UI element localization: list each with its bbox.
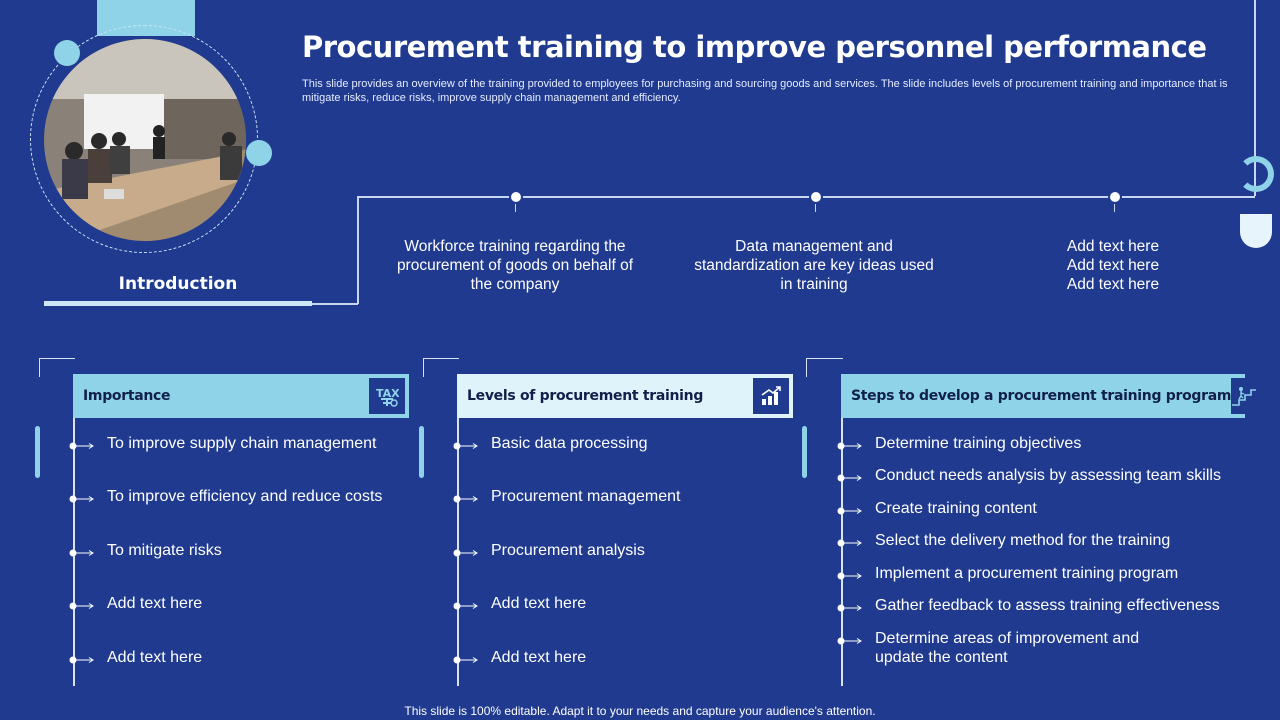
bullet-arrow-icon <box>68 491 98 503</box>
list-item: Determine training objectives <box>875 435 1082 452</box>
list-item: Procurement analysis <box>491 542 645 559</box>
bullet-arrow-icon <box>452 545 482 557</box>
bullet-arrow-icon <box>68 438 98 450</box>
bullet-arrow-icon <box>452 598 482 610</box>
photo-dashed-ring <box>30 25 258 253</box>
decor-circle <box>246 140 272 166</box>
list-item: Conduct needs analysis by assessing team… <box>875 467 1221 484</box>
timeline-text: Data management and standardization are … <box>694 238 934 293</box>
timeline-tick <box>1114 204 1115 212</box>
column-bracket <box>806 358 843 377</box>
bullet-arrow-icon <box>452 652 482 664</box>
bullet-arrow-icon <box>68 598 98 610</box>
bullet-arrow-icon <box>68 545 98 557</box>
decor-drop <box>1240 214 1272 248</box>
page-title: Procurement training to improve personne… <box>302 30 1207 64</box>
tax-icon: TAX <box>369 378 405 414</box>
right-edge-line <box>1254 0 1256 196</box>
timeline-node <box>1108 190 1122 204</box>
column-accent-bar <box>419 426 424 478</box>
timeline-connector <box>357 196 359 304</box>
timeline-text: Add text here Add text here Add text her… <box>1066 238 1160 293</box>
introduction-label: Introduction <box>118 274 238 294</box>
list-item: To mitigate risks <box>107 542 222 559</box>
list-item: Determine areas of improvement and updat… <box>875 630 1140 666</box>
bullet-arrow-icon <box>452 491 482 503</box>
column-vertical-line <box>841 416 843 686</box>
timeline-node <box>509 190 523 204</box>
list-item: Basic data processing <box>491 435 648 452</box>
column-accent-bar <box>802 426 807 478</box>
column-header-text: Importance <box>83 388 171 404</box>
stairs-climb-icon <box>1231 378 1258 414</box>
list-item: Add text here <box>107 595 203 612</box>
decor-circle <box>54 40 80 66</box>
bullet-arrow-icon <box>836 633 866 645</box>
bullet-arrow-icon <box>836 600 866 612</box>
bullet-arrow-icon <box>836 438 866 450</box>
timeline-line <box>357 196 1255 198</box>
decor-ring <box>1238 156 1274 192</box>
list-item: Gather feedback to assess training effec… <box>875 597 1220 614</box>
timeline-connector <box>312 303 358 305</box>
column-header-steps: Steps to develop a procurement training … <box>841 374 1258 418</box>
list-item: Add text here <box>491 649 587 666</box>
list-item: Add text here <box>107 649 203 666</box>
column-header-text: Levels of procurement training <box>467 388 704 404</box>
list-item: Create training content <box>875 500 1037 517</box>
bullet-arrow-icon <box>836 568 866 580</box>
page-subtitle: This slide provides an overview of the t… <box>302 78 1228 104</box>
bullet-arrow-icon <box>68 652 98 664</box>
column-header-text: Steps to develop a procurement training … <box>851 388 1232 404</box>
list-item: To improve efficiency and reduce costs <box>107 488 383 505</box>
timeline-tick <box>515 204 516 212</box>
growth-chart-icon <box>753 378 789 414</box>
timeline-tick <box>815 204 816 212</box>
bullet-arrow-icon <box>836 535 866 547</box>
svg-text:TAX: TAX <box>376 387 399 400</box>
meeting-photo <box>44 39 246 241</box>
column-bracket <box>39 358 75 377</box>
column-bracket <box>423 358 459 377</box>
timeline-text: Workforce training regarding the procure… <box>396 238 634 293</box>
list-item: Add text here <box>491 595 587 612</box>
list-item: To improve supply chain management <box>107 435 377 452</box>
column-accent-bar <box>35 426 40 478</box>
footer-note: This slide is 100% editable. Adapt it to… <box>404 704 876 718</box>
bullet-arrow-icon <box>836 503 866 515</box>
list-item: Implement a procurement training program <box>875 565 1179 582</box>
introduction-underline <box>44 301 312 306</box>
bullet-arrow-icon <box>836 470 866 482</box>
column-header-levels: Levels of procurement training <box>457 374 793 418</box>
bullet-arrow-icon <box>452 438 482 450</box>
list-item: Select the delivery method for the train… <box>875 532 1171 549</box>
column-header-importance: Importance TAX <box>73 374 409 418</box>
list-item: Procurement management <box>491 488 681 505</box>
timeline-node <box>809 190 823 204</box>
